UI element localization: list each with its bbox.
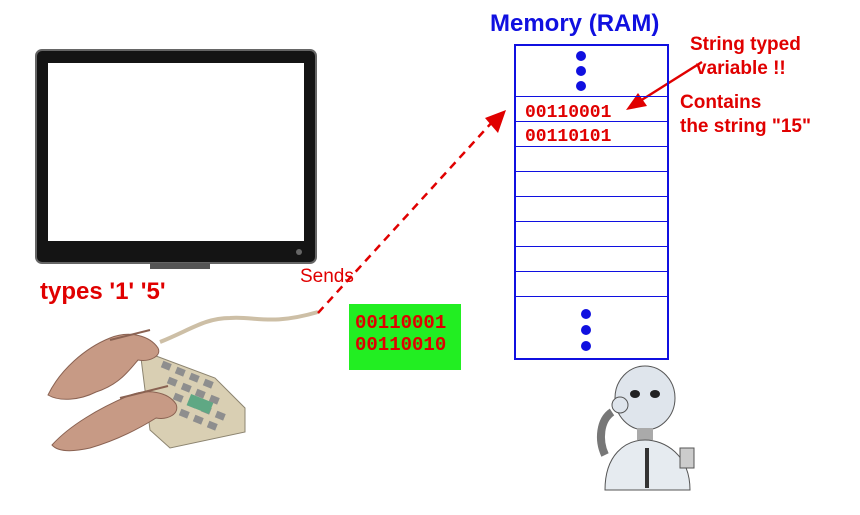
memory-title: Memory (RAM) bbox=[490, 10, 660, 37]
memory-cell: 00110101 bbox=[525, 127, 612, 147]
annotation-line: Contains bbox=[680, 92, 762, 113]
memory-row-divider bbox=[516, 271, 667, 272]
memory-row-divider bbox=[516, 96, 667, 97]
annotation-line: variable !! bbox=[696, 58, 786, 79]
ellipsis-dot bbox=[581, 325, 591, 335]
memory-row-divider bbox=[516, 296, 667, 297]
variable-annotation: String typed variable !! bbox=[690, 33, 801, 81]
keyboard-with-hands bbox=[47, 329, 246, 452]
contains-annotation: Contains the string "15" bbox=[680, 91, 811, 139]
memory-row-divider bbox=[516, 246, 667, 247]
monitor-typing-label: types '1' '5' bbox=[40, 278, 166, 305]
ellipsis-dot bbox=[581, 341, 591, 351]
memory-block: 00110001 00110101 bbox=[514, 44, 669, 360]
sent-bytes-box: 00110001 00110010 bbox=[349, 304, 461, 370]
ellipsis-dot bbox=[581, 309, 591, 319]
ellipsis-dot bbox=[576, 81, 586, 91]
thinking-robot bbox=[596, 365, 695, 491]
ellipsis-dot bbox=[576, 51, 586, 61]
annotation-arrow-head bbox=[626, 93, 647, 110]
memory-cell: 00110001 bbox=[525, 103, 612, 123]
sends-label: Sends bbox=[300, 266, 354, 287]
annotation-line: the string "15" bbox=[680, 116, 811, 137]
memory-row-divider bbox=[516, 146, 667, 147]
sent-byte: 00110001 bbox=[355, 312, 447, 334]
annotation-arrow bbox=[639, 60, 703, 103]
annotation-line: String typed bbox=[690, 34, 801, 55]
send-arrow-head bbox=[485, 110, 506, 133]
computer-monitor bbox=[35, 49, 317, 269]
memory-row-divider bbox=[516, 171, 667, 172]
sent-byte: 00110010 bbox=[355, 334, 447, 356]
memory-row-divider bbox=[516, 196, 667, 197]
memory-row-divider bbox=[516, 221, 667, 222]
ellipsis-dot bbox=[576, 66, 586, 76]
memory-row-divider bbox=[516, 121, 667, 122]
send-arrow bbox=[317, 119, 495, 314]
keyboard-cable bbox=[159, 310, 319, 344]
